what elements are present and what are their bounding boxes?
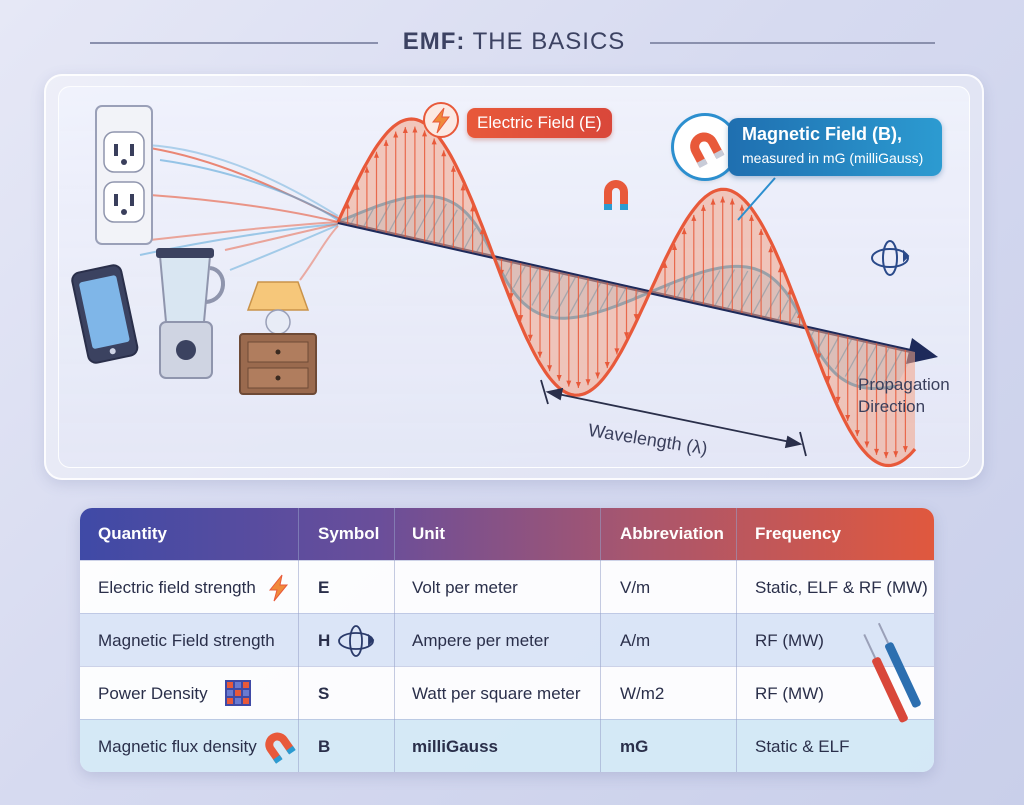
electric-vector-arrowhead	[364, 166, 370, 173]
electric-vector-arrowhead	[470, 205, 476, 212]
electric-vector-arrowhead	[604, 362, 610, 369]
electric-vector-arrowhead	[383, 139, 389, 146]
electric-vector-arrowhead	[758, 228, 764, 235]
electric-vector-arrowhead	[575, 382, 581, 389]
lightning-icon	[423, 102, 459, 138]
title-divider-right	[650, 42, 935, 44]
electric-vector-arrowhead	[402, 126, 408, 133]
electric-vector-arrowhead	[585, 379, 591, 386]
electric-vector-arrowhead	[710, 198, 716, 205]
electric-vector-arrowhead	[874, 448, 880, 455]
header-abbreviation: Abbreviation	[620, 524, 724, 543]
electric-vector-arrowhead	[422, 130, 428, 137]
table-row: Magnetic flux density B milliGauss mG St…	[80, 719, 934, 772]
electric-vector-arrowhead	[624, 332, 629, 339]
electric-vector-arrowhead	[518, 315, 524, 322]
header-unit: Unit	[412, 524, 446, 543]
electric-vector-arrowhead	[720, 196, 726, 203]
magnetic-field-label: Magnetic Field (B), measured in mG (mill…	[728, 118, 942, 176]
propagation-direction-label: Propagation Direction	[858, 375, 950, 416]
electric-vector-arrowhead	[729, 198, 735, 205]
column-divider	[736, 508, 737, 772]
column-divider	[394, 508, 395, 772]
electric-vector-arrowhead	[835, 396, 841, 403]
table-row: Electric field strength E Volt per meter…	[80, 560, 934, 614]
emf-quantities-table: Quantity Symbol Unit Abbreviation Freque…	[80, 508, 934, 772]
electric-vector-arrowhead	[354, 183, 360, 190]
electric-vector-arrowhead	[864, 441, 870, 448]
electric-vector-arrowhead	[845, 415, 851, 422]
title-divider-left	[90, 42, 378, 44]
electric-vector-arrowhead	[691, 214, 697, 221]
wall-outlet-icon	[95, 105, 153, 245]
title-row: EMF: THE BASICS	[0, 22, 1024, 62]
smartphone-icon	[71, 264, 139, 364]
electric-field-wave	[336, 117, 917, 468]
electric-vector-arrowhead	[614, 348, 620, 355]
electric-field-label: Electric Field (E)	[467, 108, 612, 138]
electric-vector-arrowhead	[749, 214, 755, 221]
magnetic-callout-line	[737, 177, 776, 221]
table-row: Magnetic Field strength H Ampere per met…	[80, 613, 934, 667]
electric-vector-arrowhead	[672, 244, 678, 251]
lightning-icon	[268, 574, 289, 602]
electric-vector-arrowhead	[556, 374, 562, 381]
column-divider	[600, 508, 601, 772]
field-loop-icon	[338, 625, 375, 657]
electric-vector-arrowhead	[393, 131, 399, 138]
electric-vector-arrowhead	[681, 228, 687, 235]
electric-vector-arrowhead	[854, 430, 860, 437]
field-loop-icon	[871, 240, 910, 276]
header-quantity: Quantity	[98, 524, 167, 543]
electric-vector-arrowhead	[566, 380, 572, 387]
electric-vector-arrowhead	[825, 376, 831, 383]
magnet-badge	[674, 116, 736, 178]
electric-vector-arrowhead	[768, 246, 774, 253]
electric-vector-arrowhead	[537, 351, 543, 358]
electric-vector-arrowhead	[883, 452, 889, 459]
column-divider	[298, 508, 299, 772]
electric-vector-arrowhead	[595, 372, 601, 379]
grid-icon	[225, 680, 251, 706]
electric-vector-arrowhead	[373, 151, 379, 158]
electric-vector-arrowhead	[739, 204, 745, 211]
electric-vector-arrowhead	[431, 138, 437, 145]
magnet-icon	[265, 732, 296, 764]
electric-vector-arrowhead	[547, 365, 553, 372]
header-frequency: Frequency	[755, 524, 841, 543]
wavelength-marker	[540, 379, 807, 457]
electric-vector-arrowhead	[893, 451, 899, 458]
electric-vector-arrowhead	[441, 150, 447, 157]
electric-vector-arrowhead	[450, 165, 456, 172]
electric-vector-arrowhead	[527, 334, 533, 341]
meter-probes-icon	[863, 622, 921, 723]
electric-vector-arrowhead	[662, 261, 668, 268]
electric-vector-arrowhead	[460, 184, 466, 191]
magnet-icon	[604, 180, 628, 210]
electric-vector-arrowhead	[902, 446, 908, 453]
electric-vector-arrowhead	[412, 126, 418, 133]
table-row: Power Density S Watt per square meter W/…	[80, 666, 934, 720]
header-symbol: Symbol	[318, 524, 380, 543]
page-title: EMF: THE BASICS	[402, 28, 626, 55]
electric-vector-arrowhead	[700, 204, 706, 211]
electric-vector-arrowhead	[777, 266, 783, 273]
table-header: Quantity Symbol Unit Abbreviation Freque…	[80, 508, 934, 560]
electric-vector-arrowhead	[633, 314, 639, 321]
blender-icon	[156, 248, 225, 379]
lamp-nightstand-icon	[239, 281, 317, 395]
